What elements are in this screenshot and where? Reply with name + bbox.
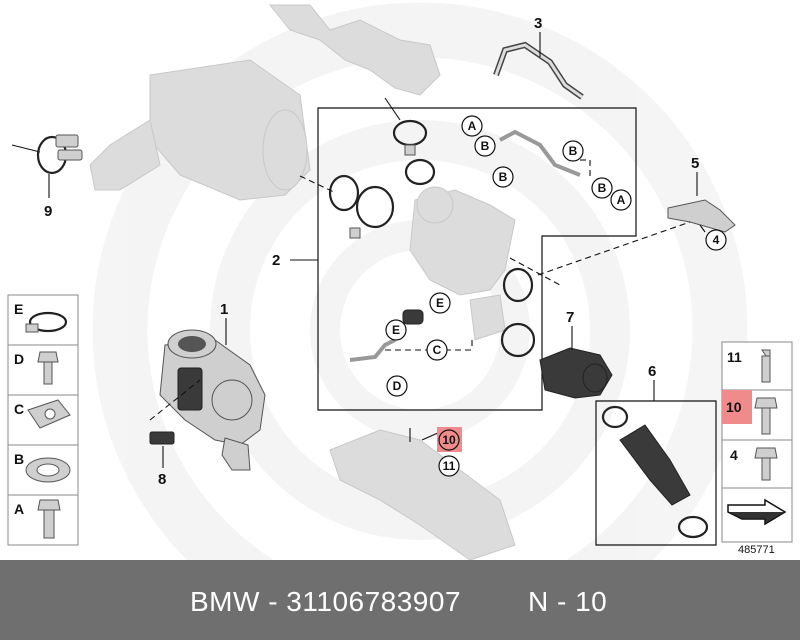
bracket-ghost (329, 429, 516, 560)
legend-left-d: D (14, 351, 24, 367)
svg-text:B: B (481, 139, 490, 153)
circle-labels-bottom: 10 11 (409, 427, 462, 477)
svg-text:E: E (436, 296, 444, 310)
legend-right-11: 11 (727, 349, 742, 365)
legend-left: E D C B A (7, 294, 79, 546)
part-number: BMW - 31106783907 (190, 586, 462, 617)
callout-8: 8 (158, 471, 166, 488)
svg-text:4: 4 (713, 233, 720, 247)
callout-1: 1 (220, 301, 228, 318)
legend-right-10: 10 (726, 399, 742, 415)
callout-5: 5 (691, 155, 699, 172)
clip-part-8 (149, 431, 175, 468)
circle-label-10: 10 (442, 433, 456, 447)
pipe-connectors (349, 129, 591, 362)
bracket-part-5: 4 (537, 172, 736, 276)
circle-label-11: 11 (443, 459, 456, 473)
silencer-part-7 (539, 326, 613, 399)
svg-text:B: B (598, 181, 607, 195)
legend-left-c: C (14, 401, 24, 417)
legend-right: 11 10 4 (721, 341, 793, 543)
legend-left-b: B (14, 451, 24, 467)
legend-left-a: A (14, 501, 24, 517)
parts-diagram: 9 3 2 A (7, 2, 793, 560)
charge-pipe-part-6 (601, 380, 709, 539)
callout-3: 3 (534, 15, 542, 32)
circle-labels-box: A B B B B A E E C D (385, 115, 632, 397)
legend-right-4: 4 (730, 447, 738, 463)
image-number: 485771 (738, 544, 775, 556)
clamp-part-9 (11, 134, 83, 198)
gaskets-box-2 (299, 97, 561, 358)
callout-7: 7 (566, 309, 574, 326)
svg-text:B: B (569, 144, 578, 158)
svg-text:A: A (617, 193, 626, 207)
kit-box-2 (317, 107, 637, 411)
svg-text:D: D (393, 379, 402, 393)
oil-pipe-part-3 (493, 32, 584, 100)
legend-left-e: E (14, 301, 23, 317)
footer-bar: BMW - 31106783907 N - 10 (0, 560, 800, 640)
kit-box-6 (595, 400, 717, 546)
catalytic-converter-ghost (89, 59, 311, 201)
turbo-assembly-ghost (409, 186, 516, 341)
svg-text:B: B (499, 170, 508, 184)
page-reference: N - 10 (528, 586, 608, 617)
callout-6: 6 (648, 363, 656, 380)
exhaust-manifold-ghost (268, 4, 441, 96)
svg-text:A: A (468, 119, 477, 133)
callout-2: 2 (272, 252, 280, 269)
svg-text:C: C (433, 343, 442, 357)
turbocharger-part-1 (149, 318, 266, 471)
svg-text:E: E (392, 323, 400, 337)
callout-9: 9 (44, 203, 52, 220)
